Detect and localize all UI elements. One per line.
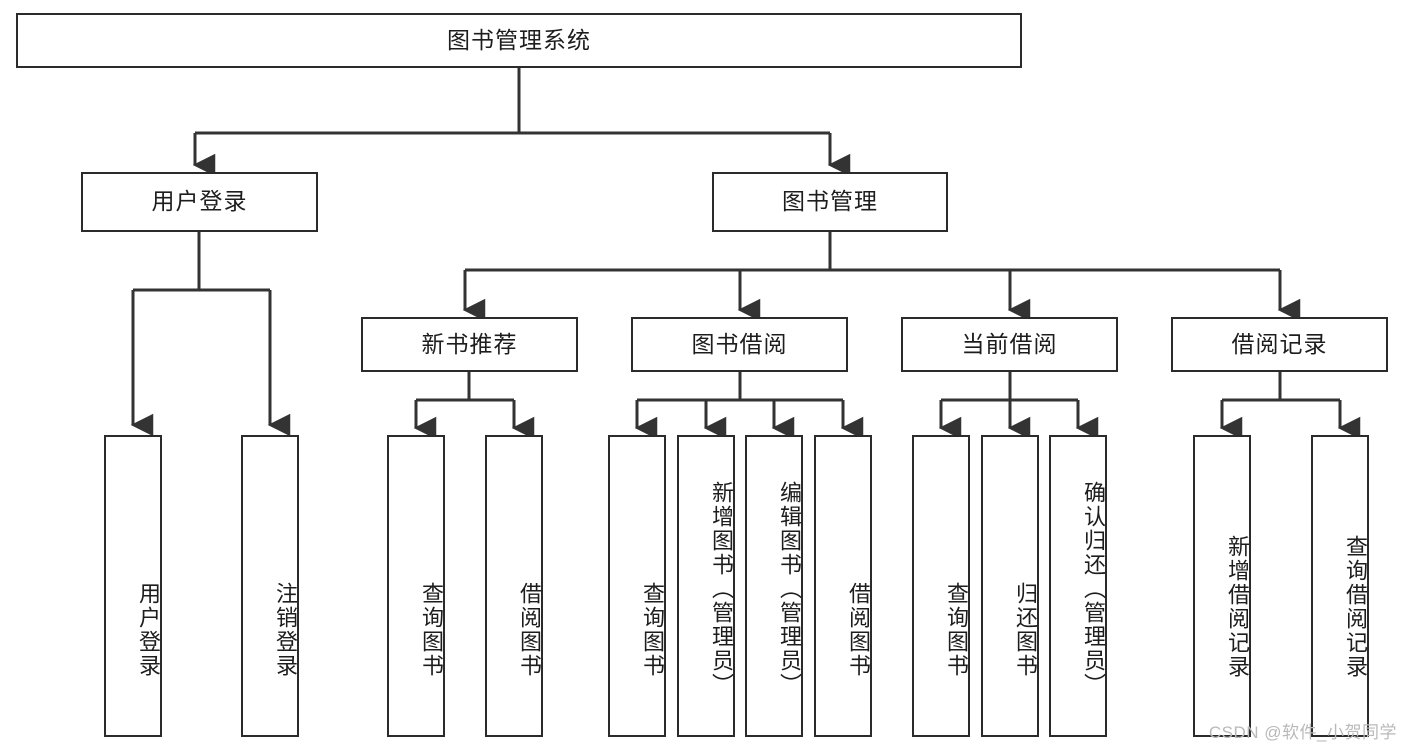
node-leaf-return-book[interactable]: 归还图书 [981,435,1039,737]
node-label: 图书管理系统 [447,26,591,53]
node-leaf-add-borrow-record[interactable]: 新增借阅记录 [1193,435,1251,737]
node-book-borrow[interactable]: 图书借阅 [631,317,848,372]
node-label: 图书管理 [782,188,878,215]
node-leaf-logout[interactable]: 注销登录 [241,435,299,737]
node-root-book-management-system[interactable]: 图书管理系统 [16,13,1022,68]
node-label: 新增图书（管理员） [709,481,734,697]
node-label: 查询借阅记录 [1343,535,1368,679]
node-label: 借阅记录 [1231,330,1328,357]
node-leaf-edit-book-admin[interactable]: 编辑图书（管理员） [745,435,803,737]
node-leaf-query-borrow-record[interactable]: 查询借阅记录 [1311,435,1369,737]
node-label: 借阅图书 [517,582,542,678]
node-book-management[interactable]: 图书管理 [712,172,948,232]
node-label: 用户登录 [151,188,248,215]
node-label: 查询图书 [640,582,665,678]
node-leaf-user-login[interactable]: 用户登录 [104,435,162,737]
node-label: 当前借阅 [961,330,1058,357]
node-label: 查询图书 [419,582,444,678]
node-label: 用户登录 [136,582,161,678]
node-label: 确认归还（管理员） [1081,481,1106,697]
node-new-book-recommend[interactable]: 新书推荐 [361,317,578,372]
node-leaf-query-book-recommend[interactable]: 查询图书 [387,435,445,737]
node-leaf-borrow-book-recommend[interactable]: 借阅图书 [485,435,543,737]
node-current-borrow[interactable]: 当前借阅 [901,317,1118,372]
node-leaf-borrow-book[interactable]: 借阅图书 [814,435,872,737]
csdn-watermark: CSDN @软件_小贺同学 [1208,723,1397,742]
node-label: 编辑图书（管理员） [777,481,802,697]
node-label: 新增借阅记录 [1225,535,1250,679]
node-leaf-confirm-return-admin[interactable]: 确认归还（管理员） [1049,435,1107,737]
node-label: 借阅图书 [846,582,871,678]
node-leaf-query-book-current[interactable]: 查询图书 [912,435,970,737]
node-label: 归还图书 [1013,582,1038,678]
node-user-login[interactable]: 用户登录 [81,172,318,232]
node-leaf-add-book-admin[interactable]: 新增图书（管理员） [677,435,735,737]
node-label: 查询图书 [944,582,969,678]
node-label: 图书借阅 [691,330,788,357]
node-leaf-query-book-borrow[interactable]: 查询图书 [608,435,666,737]
node-borrow-record[interactable]: 借阅记录 [1171,317,1388,372]
node-label: 新书推荐 [421,330,518,357]
node-label: 注销登录 [273,582,298,678]
